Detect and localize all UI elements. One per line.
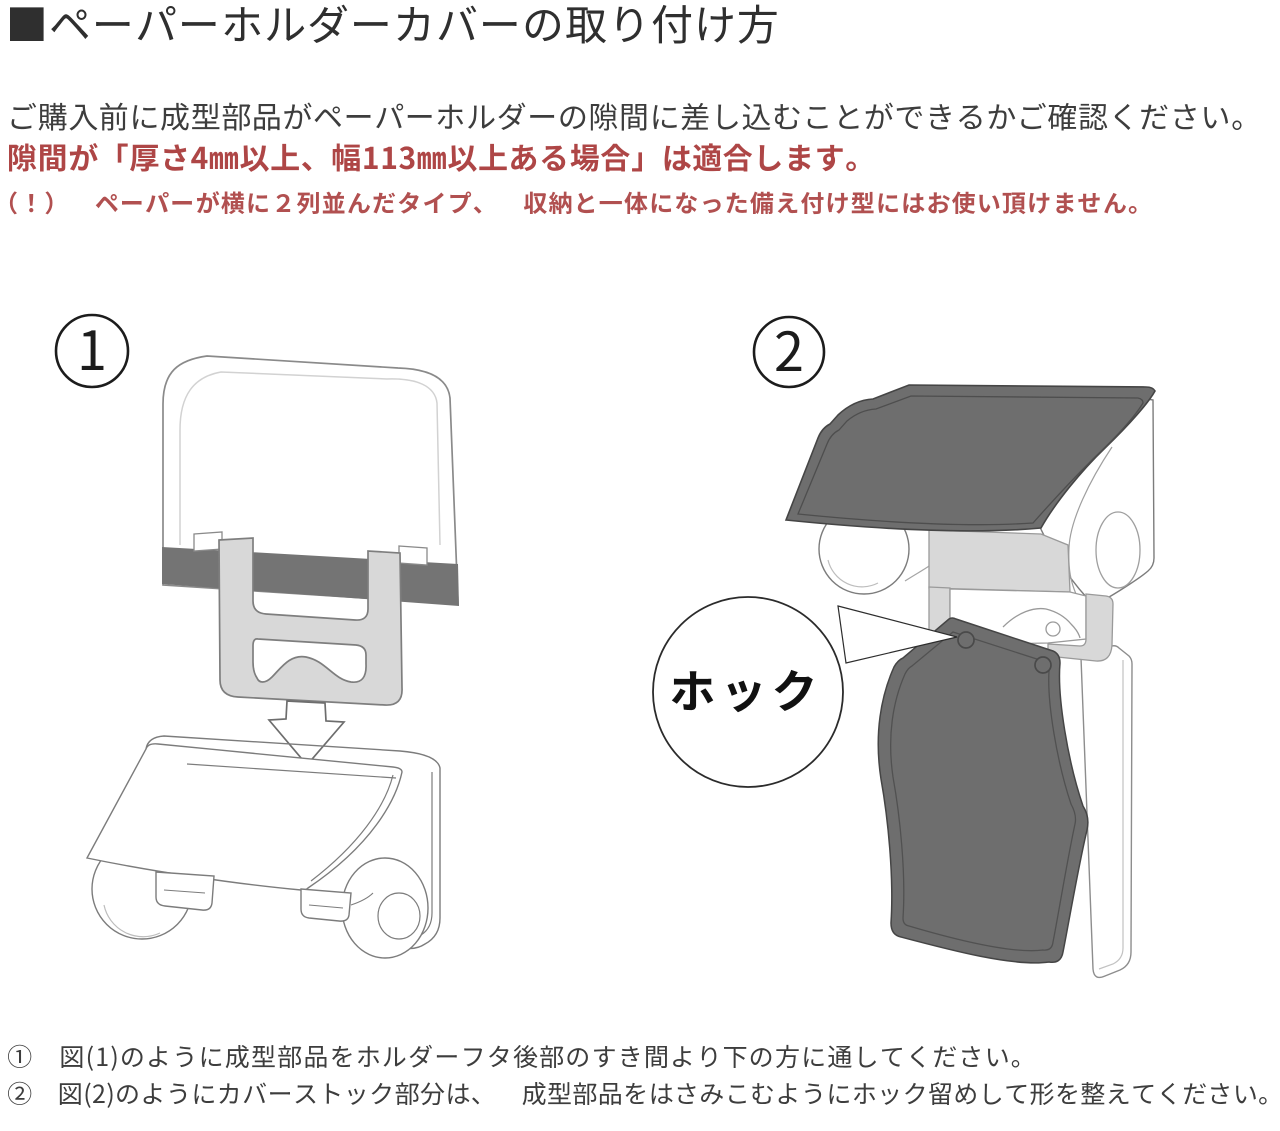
callout-label: ホック bbox=[670, 656, 823, 722]
roll-right-end bbox=[341, 857, 429, 959]
molded-part-2-wave bbox=[1002, 607, 1081, 639]
snap-button-left bbox=[957, 631, 975, 649]
down-arrow bbox=[267, 700, 346, 767]
cover-top-shape bbox=[784, 384, 1156, 532]
callout-pointer bbox=[837, 605, 958, 664]
holder-lid-top-inner bbox=[186, 763, 397, 779]
flap-slot-right bbox=[398, 545, 428, 566]
cover-top-stitch-line bbox=[797, 395, 1144, 526]
wall-plate-2-outline bbox=[1080, 645, 1133, 979]
figure-2-badge-number: 2 bbox=[774, 308, 804, 387]
flap-slot-left bbox=[193, 531, 223, 552]
step-1-instruction: ① 図(1)のように成型部品をホルダーフタ後部のすき間より下の方に通してください… bbox=[7, 1038, 1037, 1074]
figure-1-badge-number: 1 bbox=[77, 307, 107, 386]
stock-stitch-line bbox=[889, 631, 1077, 952]
holder2-wall-plate bbox=[1080, 645, 1133, 979]
roll2-belly-line bbox=[904, 565, 930, 582]
holder-lid bbox=[85, 743, 403, 891]
lid-tab-right bbox=[300, 888, 352, 922]
roll-axle-line bbox=[350, 892, 374, 906]
lid-tab-left-line bbox=[163, 889, 206, 894]
holder-flap-inner-line bbox=[179, 371, 441, 546]
intro-check-note: ご購入前に成型部品がペーパーホルダーの隙間に差し込むことができるかご確認ください… bbox=[7, 93, 1262, 137]
holder-lid-fold-line bbox=[310, 774, 394, 882]
molded-part-2-frame bbox=[1047, 593, 1114, 662]
cover-stock-part bbox=[877, 617, 1089, 964]
holder-body bbox=[85, 735, 441, 959]
molded-part-2-stud bbox=[1045, 621, 1061, 637]
roll2-left-inner-arc bbox=[827, 559, 879, 588]
lid-tab-right-line bbox=[308, 904, 344, 909]
stock-shape bbox=[877, 617, 1089, 964]
hock-callout: ホック bbox=[652, 596, 958, 788]
step-2-instruction: ② 図(2)のようにカバーストック部分は、 成型部品をはさみこむようにホック留め… bbox=[7, 1075, 1280, 1111]
figure-1-insert-part: 1 bbox=[54, 307, 459, 959]
roll-left-inner-arc bbox=[103, 904, 161, 938]
roll-right-hole bbox=[377, 892, 421, 940]
molded-part bbox=[218, 537, 403, 706]
wall-plate-2-inner-line bbox=[1098, 660, 1124, 970]
callout-circle bbox=[652, 596, 844, 788]
cover-top bbox=[784, 384, 1156, 532]
roll2-contour-line bbox=[1068, 446, 1113, 595]
page-title: ■ペーパーホルダーカバーの取り付け方 bbox=[6, 0, 781, 53]
figure-1-badge-circle bbox=[54, 313, 130, 389]
snap-button-right bbox=[1034, 656, 1052, 674]
intro-size-requirement: 隙間が「厚さ4㎜以上、幅113㎜以上ある場合」は適合します。 bbox=[7, 134, 876, 178]
figure-2-badge-circle bbox=[752, 315, 826, 389]
holder-wall-plate bbox=[145, 735, 441, 950]
roll2-right-hole bbox=[1095, 511, 1141, 589]
figure-2-snap-cover: 2 bbox=[652, 308, 1156, 979]
molded-part-2-plate bbox=[928, 529, 1071, 593]
intro-warning-note: （！） ペーパーが横に２列並んだタイプ、 収納と一体になった備え付け型にはお使い… bbox=[0, 184, 1154, 219]
